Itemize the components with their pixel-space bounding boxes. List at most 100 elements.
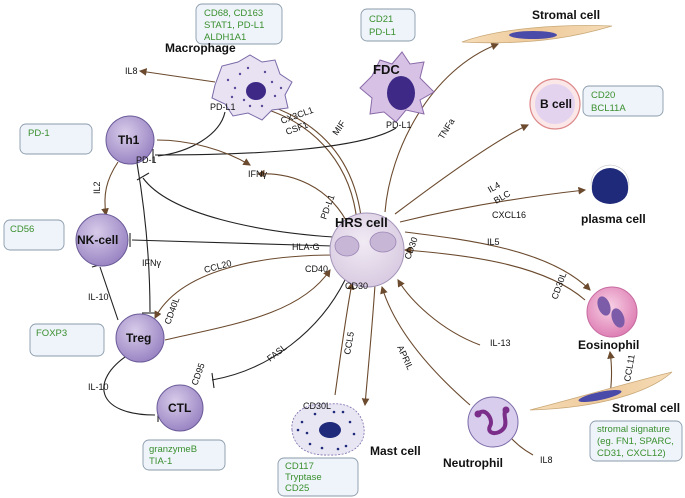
edge-cd30-right: CD30 [402, 236, 419, 261]
stromal-cell-bottom [529, 371, 673, 411]
arrow-ifng-th1 [156, 139, 251, 166]
inhibit-bar-cd95 [211, 372, 215, 389]
edge-pdl1-hrs: PD-L1 [318, 193, 336, 220]
edge-ifng-top: IFNγ [248, 169, 267, 179]
marker-text: TIA-1 [149, 456, 172, 467]
line-il10-ctl [103, 354, 156, 416]
macrophage-label: Macrophage [165, 41, 236, 55]
edge-il10-b: IL-10 [88, 382, 109, 392]
stromal-top-label: Stromal cell [532, 8, 600, 22]
b-cell-label: B cell [540, 97, 572, 111]
arrow-cd30l-eos [403, 246, 586, 301]
plasma-cell [589, 164, 631, 204]
marker-box-fdc: CD21 PD-L1 [360, 8, 416, 42]
nk-label: NK-cell [77, 233, 118, 247]
line-il10-nk [99, 266, 119, 321]
marker-text: CD56 [10, 224, 34, 235]
treg-label: Treg [126, 331, 151, 345]
marker-text: PD-L1 [369, 27, 396, 38]
marker-box-b-cell: CD20 BCL11A [582, 85, 664, 117]
edge-il8-top: IL8 [125, 66, 138, 76]
edge-cd30l-mast: CD30L [303, 401, 331, 411]
arrow-il13 [397, 279, 481, 346]
line-hla-g [131, 239, 334, 247]
inhibit-bar-hrs-pdl1 [136, 172, 150, 181]
edge-hla-g: HLA-G [292, 242, 320, 252]
edge-pdl1-fdc: PD-L1 [386, 120, 412, 130]
connections [91, 42, 615, 456]
edge-cd40: CD40 [305, 264, 328, 274]
marker-box-ctl: granzymeB TIA-1 [142, 439, 226, 471]
marker-boxes: CD68, CD163 STAT1, PD-L1 ALDH1A1 CD21 PD… [3, 3, 683, 497]
edge-pdl1-macrophage: PD-L1 [210, 102, 236, 112]
marker-text: ALDH1A1 [204, 32, 246, 43]
edge-april: APRIL [395, 344, 415, 372]
arrow-april [380, 285, 471, 406]
marker-text: BCL11A [591, 103, 626, 114]
edge-pd1: PD-1 [136, 155, 157, 165]
marker-text: CD31, CXCL12) [597, 448, 666, 459]
line-mac-pdl1 [157, 111, 226, 157]
marker-text: PD-1 [28, 128, 50, 139]
edge-ccl5: CCL5 [342, 331, 356, 355]
nk-cell [75, 213, 129, 267]
marker-text: FOXP3 [36, 328, 67, 339]
edge-cd30-hrs: CD30 [345, 281, 368, 291]
arrow-ccl20 [154, 254, 336, 319]
arrow-cd30l-mast [334, 281, 355, 396]
th1-label: Th1 [118, 133, 140, 147]
mast-label: Mast cell [370, 444, 421, 458]
arrow-cd40l [164, 269, 331, 341]
line-ifng-treg [136, 162, 151, 313]
fdc-cell [359, 51, 435, 123]
marker-box-macrophage: CD68, CD163 STAT1, PD-L1 ALDH1A1 [195, 3, 283, 45]
marker-text: CD117 [285, 461, 314, 472]
eosinophil-cell [586, 286, 638, 338]
marker-box-mast: CD117 Tryptase CD25 [277, 457, 359, 497]
marker-box-th1: PD-1 [19, 123, 93, 155]
plasma-label: plasma cell [581, 212, 646, 226]
marker-text: CD25 [285, 483, 309, 494]
marker-box-stromal: stromal signature (eg. FN1, SPARC, CD31,… [589, 420, 683, 462]
neutrophil-label: Neutrophil [443, 456, 503, 470]
arrow-cx3cl1 [260, 106, 358, 223]
edge-ccl20: CCL20 [203, 258, 233, 275]
hrs-label: HRS cell [335, 215, 388, 230]
hrs-cell [329, 212, 405, 288]
arrow-cxcl16 [399, 186, 587, 223]
neutrophil-cell [467, 396, 519, 448]
arrow-mif [257, 101, 366, 227]
arrow-il2 [101, 161, 119, 217]
th1-cell [105, 115, 155, 165]
edge-fasl: FASL [265, 342, 289, 363]
arrow-ccl5 [361, 284, 376, 407]
edge-il2: IL2 [92, 181, 102, 194]
line-fasl [211, 279, 346, 381]
ctl-cell [156, 384, 204, 432]
arrow-il8-macrophage [138, 68, 216, 83]
marker-text: stromal signature [597, 424, 670, 435]
marker-text: CD68, CD163 [204, 8, 263, 19]
line-hrs-pdl1 [142, 177, 334, 238]
arrow-tnfa [384, 42, 500, 213]
treg-cell [115, 313, 165, 363]
edge-il8-bottom: IL8 [540, 455, 553, 465]
eosinophil-label: Eosinophil [578, 338, 639, 352]
edge-ccl11: CCL11 [622, 354, 637, 383]
edge-mif: MIF [330, 118, 347, 137]
stromal-bottom-label: Stromal cell [612, 401, 680, 415]
fdc-label: FDC [373, 62, 400, 77]
marker-box-nk: CD56 [3, 219, 65, 251]
arrow-ifng-hrs [256, 169, 351, 229]
edge-il5: IL5 [487, 237, 500, 247]
marker-text: Tryptase [285, 472, 322, 483]
stromal-cell-top [461, 25, 613, 44]
marker-text: granzymeB [149, 444, 197, 455]
mast-cell [291, 403, 365, 456]
edge-tnfa: TNFa [436, 117, 456, 141]
edge-ifng-left: IFNγ [142, 258, 161, 268]
arrow-il5 [404, 231, 591, 291]
arrow-il4-blc [394, 124, 530, 215]
